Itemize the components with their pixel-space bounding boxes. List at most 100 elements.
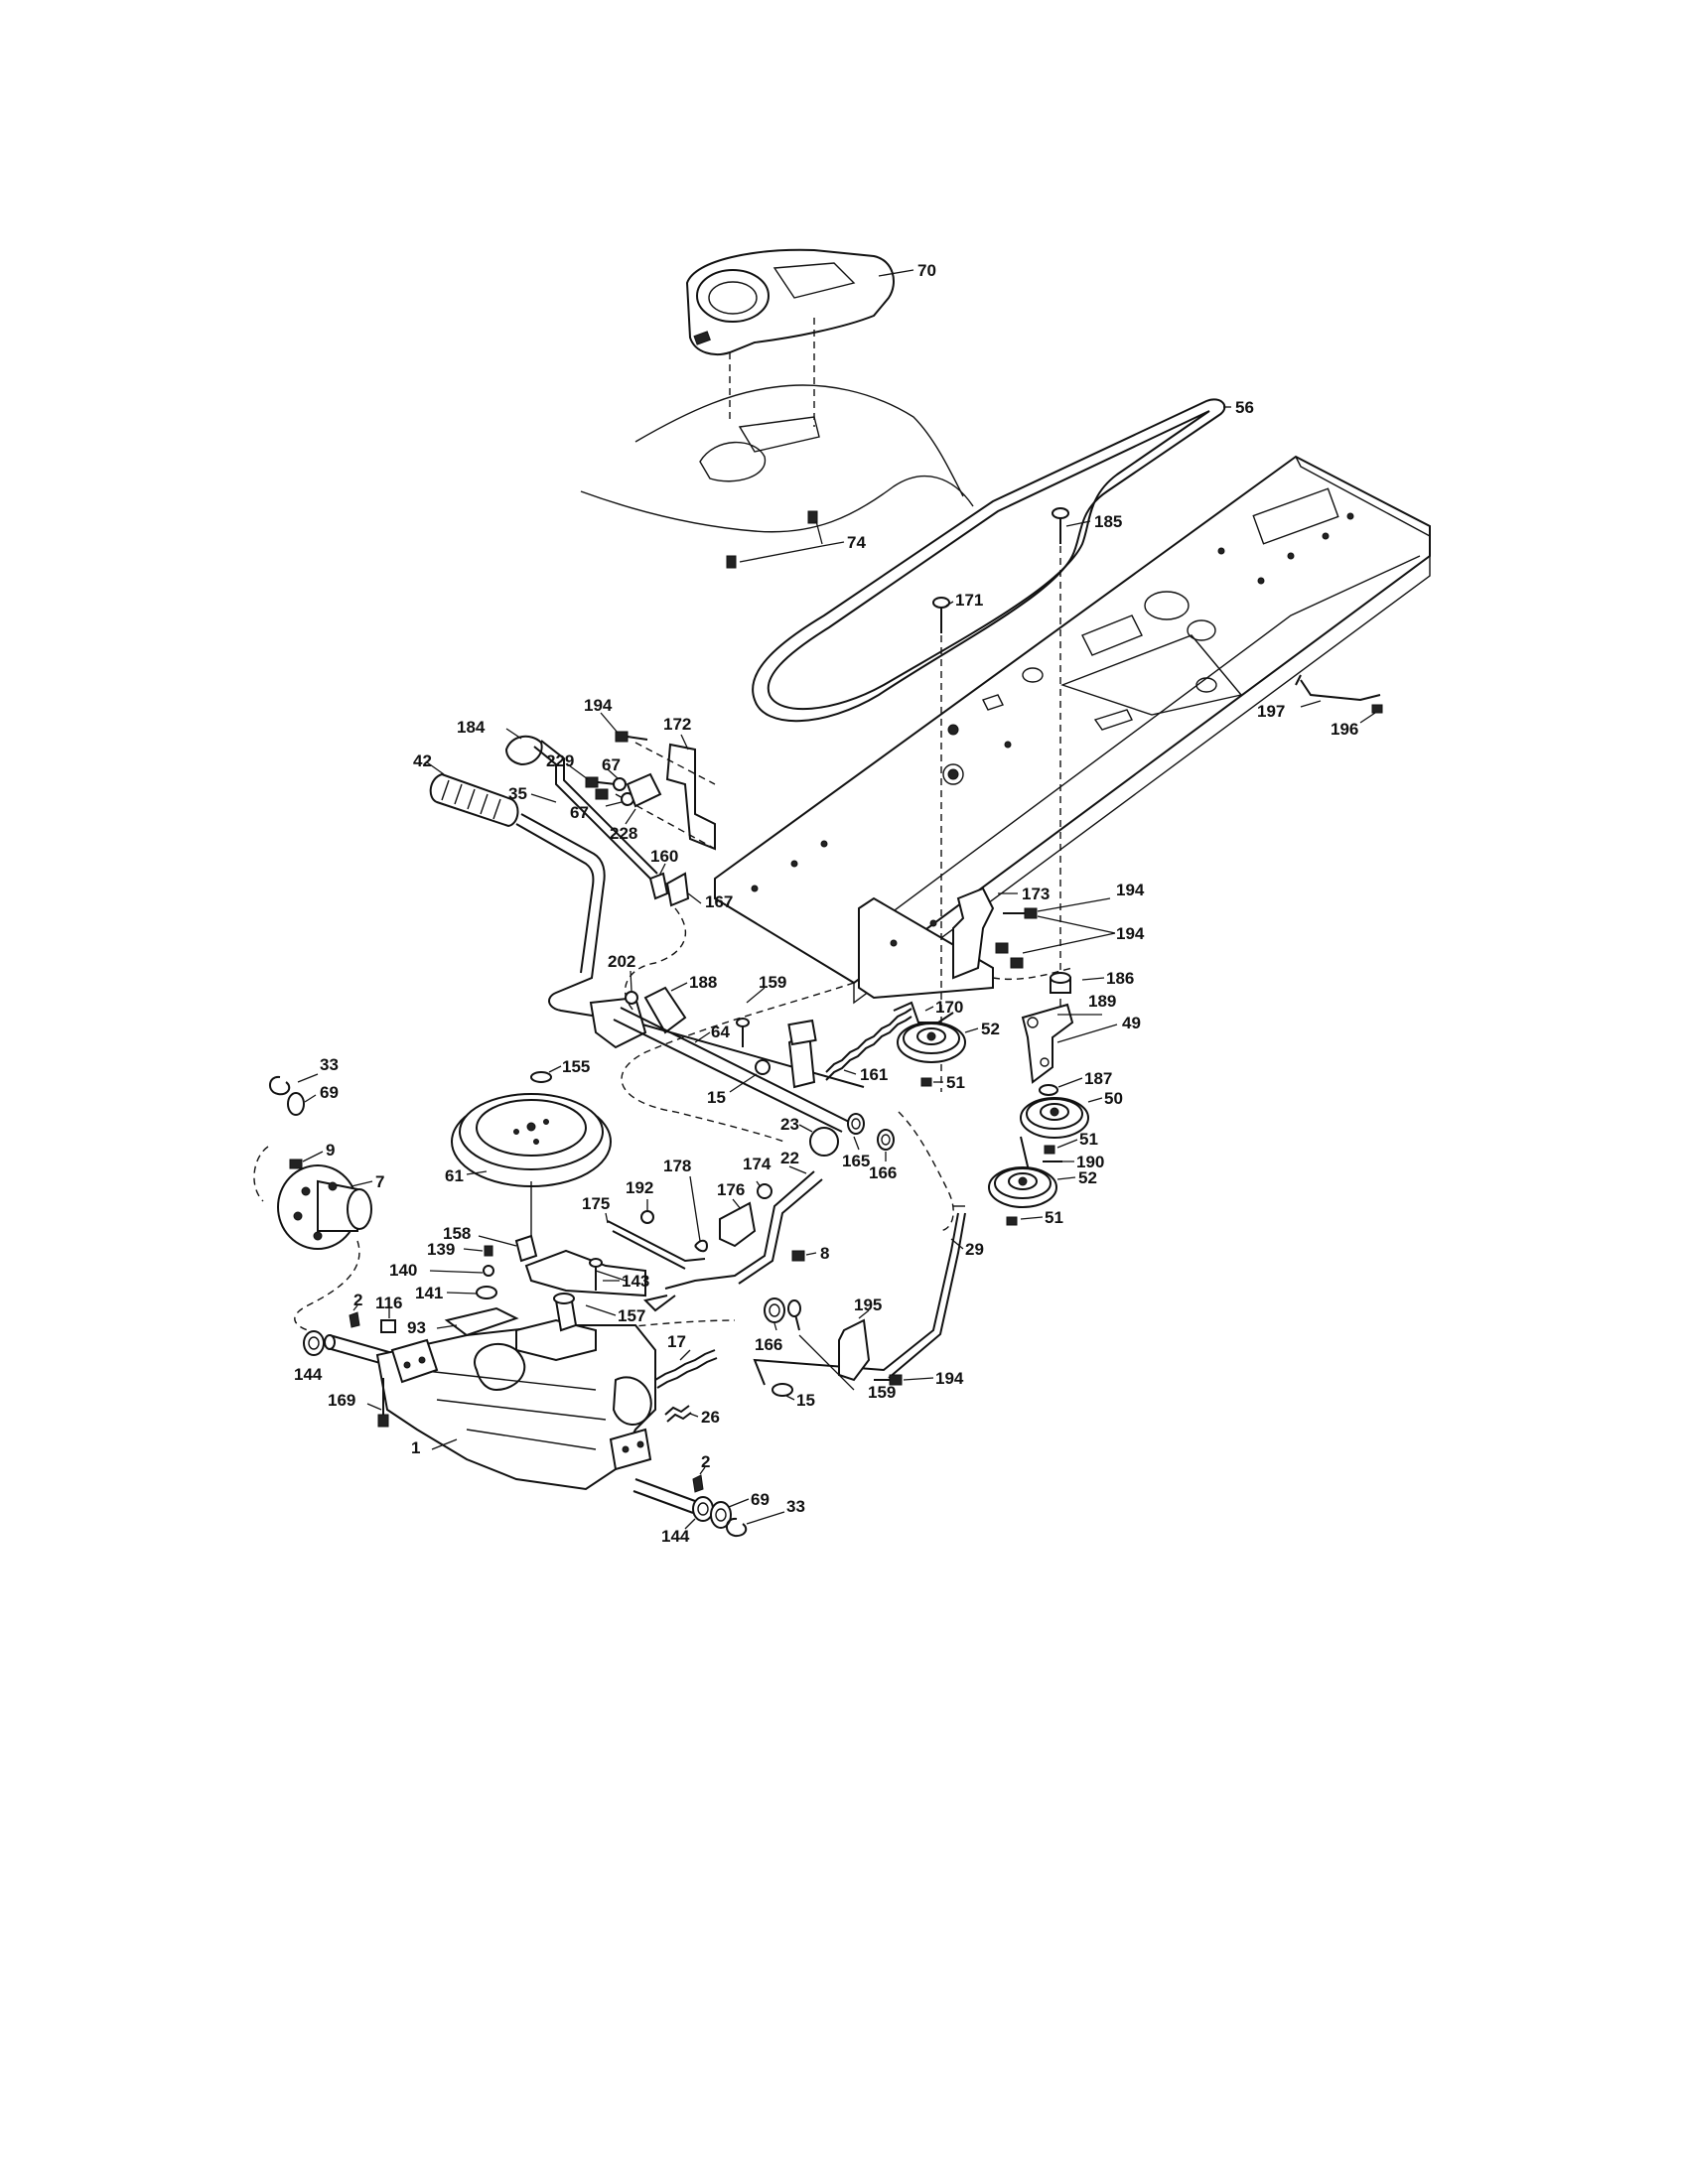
label-172: 172 — [663, 715, 691, 734]
label-2a: 2 — [353, 1291, 362, 1309]
washer-part-187: 187 — [1039, 1069, 1112, 1096]
washer-part-69a: 69 — [287, 1083, 339, 1116]
nut-part-174: 174 — [743, 1155, 772, 1199]
label-167: 167 — [705, 892, 733, 911]
label-197: 197 — [1257, 702, 1285, 721]
label-61: 61 — [445, 1166, 464, 1185]
spring-part-161: 161 — [825, 1008, 912, 1084]
label-141: 141 — [415, 1284, 443, 1302]
label-15a: 15 — [707, 1088, 726, 1107]
label-70: 70 — [917, 261, 936, 280]
idler-pulley-part-52b: 52 — [988, 1166, 1097, 1208]
bracket-part-172: 172 — [615, 715, 716, 851]
label-194d: 194 — [935, 1369, 964, 1388]
label-161: 161 — [860, 1065, 888, 1084]
label-187: 187 — [1084, 1069, 1112, 1088]
label-93: 93 — [407, 1318, 426, 1337]
label-171: 171 — [955, 591, 983, 610]
label-159a: 159 — [759, 973, 786, 992]
label-69b: 69 — [751, 1490, 770, 1509]
label-22: 22 — [780, 1149, 799, 1167]
label-157: 157 — [618, 1306, 645, 1325]
bushing-part-166b: 166 — [755, 1297, 785, 1354]
rod-part-22: 22 — [643, 1149, 823, 1312]
label-17: 17 — [667, 1332, 686, 1351]
washer-part-144a: 144 — [294, 1330, 325, 1384]
bolt-part-169: 169 — [328, 1378, 389, 1428]
nut-part-116: 116 — [375, 1294, 402, 1333]
label-202: 202 — [608, 952, 635, 971]
label-184: 184 — [457, 718, 486, 737]
label-7: 7 — [375, 1172, 384, 1191]
label-178: 178 — [663, 1157, 691, 1175]
label-143: 143 — [622, 1272, 649, 1291]
cap-part-23: 23 — [780, 1115, 839, 1157]
label-196: 196 — [1331, 720, 1358, 739]
bolt-part-143: 143 — [589, 1258, 649, 1291]
label-33a: 33 — [320, 1055, 339, 1074]
screw-part-74: 74 — [726, 510, 866, 569]
pin-part-160: 160 — [648, 847, 678, 900]
bracket-part-176: 176 — [717, 1180, 757, 1248]
label-23: 23 — [780, 1115, 799, 1134]
label-144a: 144 — [294, 1365, 323, 1384]
label-144b: 144 — [661, 1527, 690, 1546]
rod-part-29: 29 — [753, 1205, 984, 1386]
label-116: 116 — [375, 1294, 402, 1312]
label-139: 139 — [427, 1240, 455, 1259]
bolt-part-139: 139 — [427, 1240, 493, 1259]
label-1: 1 — [411, 1438, 420, 1457]
bushing-part-166a: 166 — [869, 1129, 897, 1182]
shift-arm-part-157: 157 — [524, 1249, 646, 1325]
nut-part-51a: 51 — [920, 1073, 965, 1092]
bracket-part-228: 228 — [595, 772, 662, 843]
bracket-part-158: 158 — [443, 1224, 538, 1263]
label-175: 175 — [582, 1194, 610, 1213]
spring-part-17: 17 — [654, 1332, 718, 1389]
cross-shaft — [613, 1007, 850, 1133]
bushing-part-167: 167 — [665, 872, 733, 911]
bolt-part-196: 196 — [1331, 704, 1383, 739]
bolt-part-171: 171 — [932, 591, 983, 1092]
label-170: 170 — [935, 998, 963, 1017]
hood-outline — [580, 384, 974, 533]
spacer-part-186: 186 — [1050, 969, 1134, 994]
pulley-part-50: 50 — [1020, 1089, 1123, 1139]
label-165: 165 — [842, 1152, 870, 1170]
label-35: 35 — [508, 784, 527, 803]
label-51c: 51 — [1045, 1208, 1063, 1227]
spring-part-178: 178 — [663, 1157, 709, 1253]
label-229: 229 — [546, 751, 574, 770]
callout-56: 56 — [1223, 398, 1254, 417]
bolt-part-194c: 194 — [995, 915, 1145, 969]
bracket-part-188: 188 — [643, 973, 717, 1034]
nut-part-51c: 51 — [1006, 1208, 1063, 1227]
bolt-part-8: 8 — [791, 1244, 829, 1263]
idler-arm-part-170: 170 — [893, 998, 963, 1024]
key-part-155: 155 — [530, 1057, 590, 1083]
label-194c: 194 — [1116, 924, 1145, 943]
callout-70: 70 — [878, 261, 936, 280]
hub-part-7: 7 — [277, 1164, 384, 1250]
dash-console-part-70 — [685, 248, 895, 356]
label-52a: 52 — [981, 1020, 1000, 1038]
label-158: 158 — [443, 1224, 471, 1243]
label-194b: 194 — [1116, 881, 1145, 899]
label-56: 56 — [1235, 398, 1254, 417]
bolt-part-159a: 159 — [736, 973, 786, 1047]
label-173: 173 — [1022, 885, 1050, 903]
nut-part-51b: 51 — [1044, 1130, 1098, 1155]
washer-part-67a: 67 — [602, 755, 627, 791]
label-159b: 159 — [868, 1383, 896, 1402]
label-42: 42 — [413, 751, 432, 770]
label-176: 176 — [717, 1180, 745, 1199]
label-166b: 166 — [755, 1335, 782, 1354]
label-194a: 194 — [584, 696, 613, 715]
label-9: 9 — [326, 1141, 335, 1160]
bolt-part-194d: 194 — [874, 1369, 964, 1388]
label-2b: 2 — [701, 1452, 710, 1471]
label-26: 26 — [701, 1408, 720, 1427]
label-189: 189 — [1088, 992, 1116, 1011]
label-192: 192 — [626, 1178, 653, 1197]
